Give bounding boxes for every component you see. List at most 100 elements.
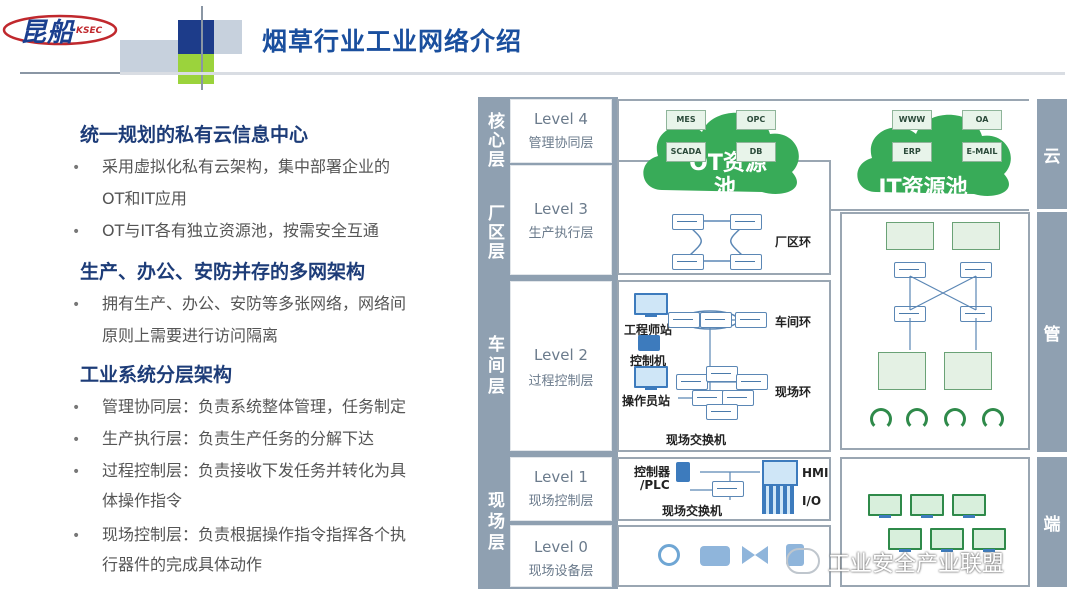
it-cloud-label: IT资源池 — [878, 176, 968, 201]
decor-block-blue — [178, 20, 214, 54]
side-tag-end: 端 — [1037, 457, 1067, 587]
app-mes: MES — [666, 110, 706, 130]
engineer-station-label: 工程师站 — [624, 323, 673, 337]
side-tag-pipe: 管 — [1037, 212, 1067, 452]
section-heading-private-cloud: 统一规划的私有云信息中心 — [80, 124, 309, 146]
field-ring-switch — [722, 390, 754, 406]
decor-line-vertical — [201, 6, 203, 90]
logo-subtext: KSEC — [76, 26, 103, 36]
field-ring-switch — [736, 374, 768, 390]
logo-text: 昆船 — [20, 18, 75, 48]
level-1-name: 现场控制层 — [528, 494, 594, 509]
decor-block-gray — [120, 40, 178, 72]
bullet-text: 采用虚拟化私有云架构，集中部署企业的 — [102, 157, 391, 176]
plc-label-2: /PLC — [640, 478, 670, 492]
title-rule — [120, 72, 1065, 75]
bullet-text: 管理协同层：负责系统整体管理，任务制定 — [102, 397, 407, 416]
motor-icon — [700, 546, 730, 566]
terminal-pc-icon — [868, 494, 902, 518]
band-workshop: 车间层 — [480, 282, 508, 450]
plc-label-1: 控制器 — [634, 465, 671, 479]
terminal-pc-icon — [952, 494, 986, 518]
band-plant: 厂区层 — [480, 190, 508, 274]
level-2-number: Level 2 — [534, 346, 588, 364]
plant-switch — [730, 254, 762, 270]
bullet-text: 现场控制层：负责根据操作指令指挥各个执 — [102, 525, 407, 544]
band-plant-label: 厂区层 — [484, 203, 504, 261]
terminal-pc-icon — [888, 528, 922, 552]
access-rack — [878, 352, 926, 390]
wifi-ap-icon — [944, 408, 966, 430]
hmi-icon — [762, 460, 798, 486]
band-core: 核心层 — [480, 100, 508, 180]
wifi-ap-icon — [906, 408, 928, 430]
workshop-switch — [735, 312, 767, 328]
app-www: WWW — [892, 110, 932, 130]
watermark-text: 工业安全产业联盟 — [828, 552, 1005, 577]
level-3-number: Level 3 — [534, 200, 588, 218]
access-rack — [944, 352, 992, 390]
workshop-ring-label: 车间环 — [775, 315, 812, 329]
level-3-name: 生产执行层 — [528, 226, 594, 241]
workshop-switch — [668, 312, 700, 328]
field-switch-top-label: 现场交换机 — [666, 433, 727, 447]
bullet-dot: • — [72, 464, 81, 480]
bullet-dot: • — [72, 297, 81, 313]
field-ring-switch — [676, 374, 708, 390]
engineer-workstation-icon — [634, 293, 668, 317]
plant-ring-links — [680, 220, 752, 262]
page-title: 烟草行业工业网络介绍 — [262, 27, 523, 56]
plant-switch — [730, 214, 762, 230]
decor-block-gray-2 — [214, 20, 242, 54]
controller-label: 控制机 — [630, 354, 667, 368]
network-links — [909, 275, 977, 350]
band-core-label: 核心层 — [484, 111, 504, 169]
company-logo: 昆船 KSEC — [2, 4, 120, 52]
decor-block-green — [178, 54, 214, 84]
wifi-ap-icon — [982, 408, 1004, 430]
level-0-box: Level 0 现场设备层 — [510, 525, 612, 587]
valve-icon — [742, 546, 768, 564]
band-field-label: 现场层 — [484, 490, 504, 554]
wechat-icon — [786, 548, 820, 574]
app-erp: ERP — [892, 142, 932, 162]
level-4-box: Level 4 管理协同层 — [510, 99, 612, 163]
side-tag-cloud: 云 — [1037, 99, 1067, 209]
bullet-text: 行器件的完成具体动作 — [102, 555, 263, 574]
field-ring-label: 现场环 — [775, 385, 812, 399]
bullet-dot: • — [72, 432, 81, 448]
bullet-dot: • — [72, 224, 81, 240]
section-heading-layered-arch: 工业系统分层架构 — [80, 364, 233, 386]
core-rack — [952, 222, 1000, 250]
app-opc: OPC — [736, 110, 776, 130]
bullet-text: 过程控制层：负责接收下发任务并转化为具 — [102, 461, 407, 480]
ot-cloud-shape — [643, 112, 799, 194]
level-0-name: 现场设备层 — [528, 564, 594, 579]
factory-ring-label: 厂区环 — [775, 235, 812, 249]
app-email: E-MAIL — [962, 142, 1002, 162]
core-rack — [886, 222, 934, 250]
level-3-box: Level 3 生产执行层 — [510, 165, 612, 275]
controller-icon — [638, 335, 660, 351]
bullet-dot: • — [72, 528, 81, 544]
band-workshop-label: 车间层 — [484, 334, 504, 398]
app-db: DB — [736, 142, 776, 162]
level-2-name: 过程控制层 — [528, 374, 594, 389]
workshop-switch — [700, 312, 732, 328]
band-field: 现场层 — [480, 458, 508, 586]
bullet-dot: • — [72, 400, 81, 416]
plant-switch — [672, 214, 704, 230]
level-1-box: Level 1 现场控制层 — [510, 457, 612, 521]
app-oa: OA — [962, 110, 1002, 130]
operator-workstation-icon — [634, 366, 668, 390]
plc-icon — [676, 462, 690, 482]
bullet-text: 体操作指令 — [102, 491, 183, 510]
level-1-number: Level 1 — [534, 468, 588, 486]
level-2-box: Level 2 过程控制层 — [510, 281, 612, 451]
gauge-icon — [658, 544, 680, 566]
terminal-pc-icon — [930, 528, 964, 552]
terminal-pc-icon — [972, 528, 1006, 552]
bullet-dot: • — [72, 160, 81, 176]
level-4-name: 管理协同层 — [528, 136, 594, 151]
bullet-text: 原则上需要进行访问隔离 — [102, 326, 279, 345]
